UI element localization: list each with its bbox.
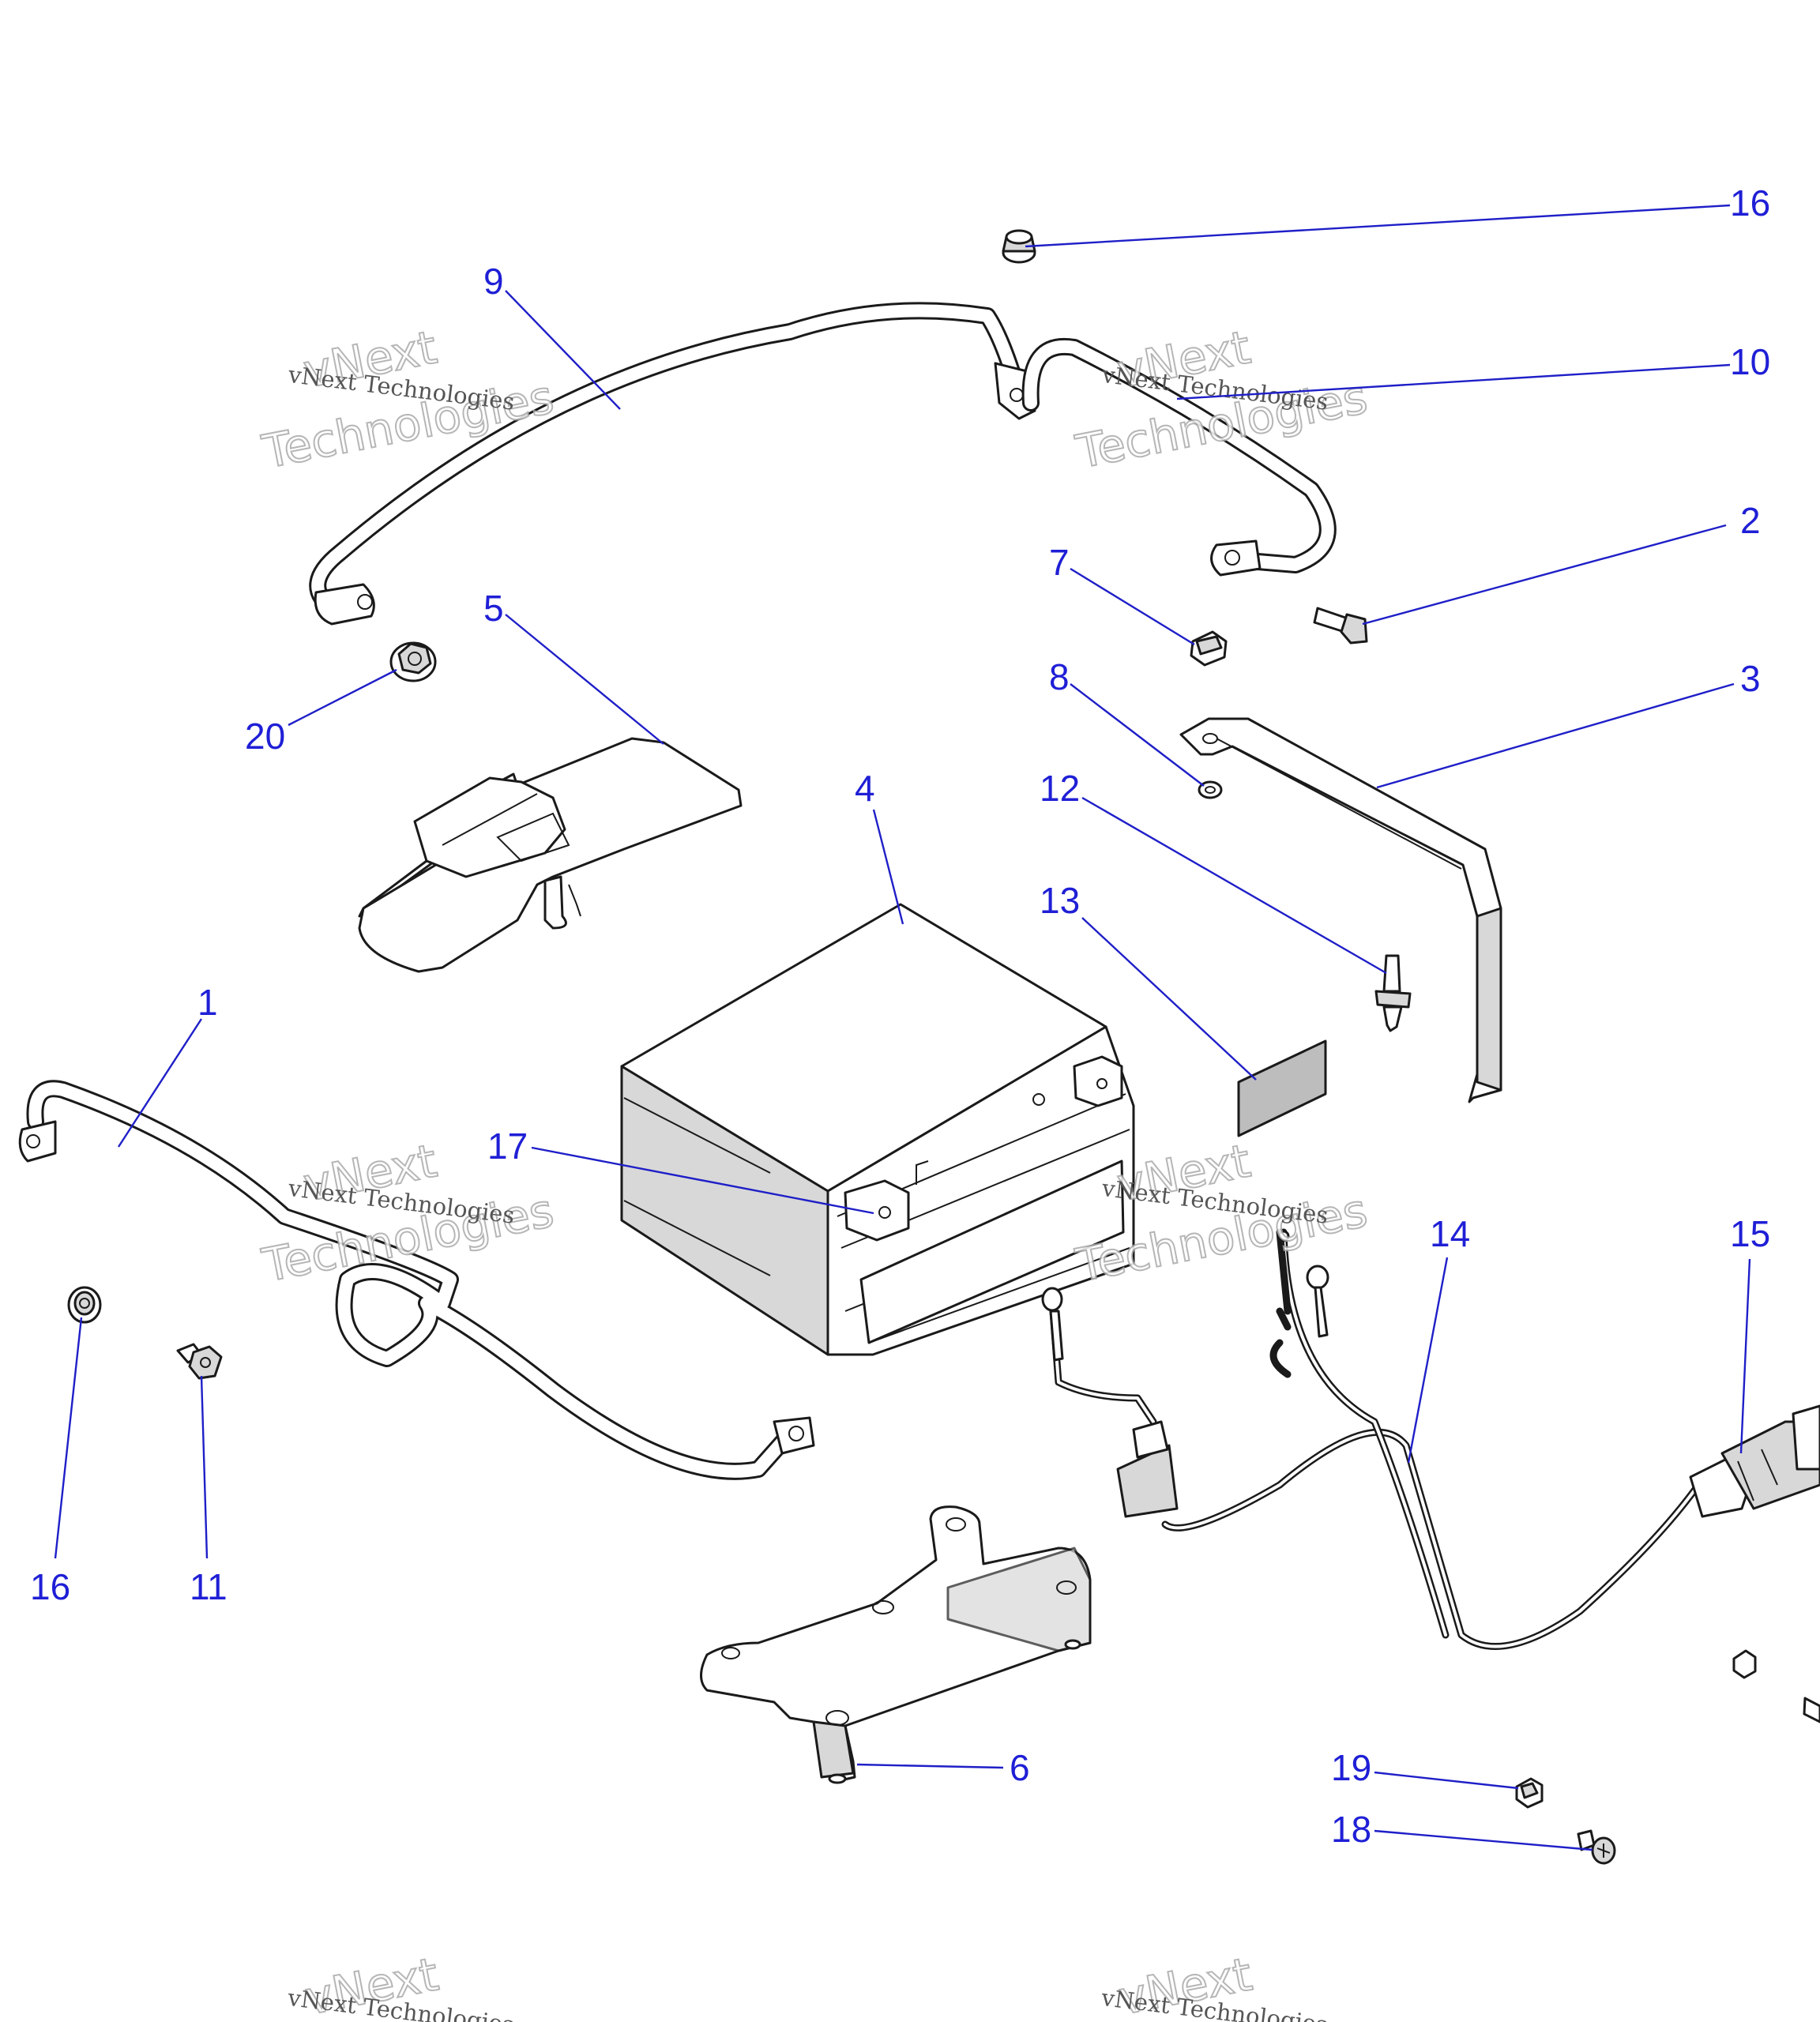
part-14-harness [1041, 1228, 1702, 1651]
leader-8 [1070, 683, 1205, 787]
callout-15: 15 [1730, 1213, 1770, 1254]
leader-11 [200, 1375, 209, 1559]
callout-19: 19 [1331, 1747, 1371, 1788]
callout-4: 4 [855, 768, 875, 809]
callout-labels: 16 9 10 2 7 5 20 8 3 4 12 13 1 17 14 15 … [30, 182, 1770, 1850]
part-12-pin [1374, 954, 1412, 1032]
leader-5 [505, 614, 664, 745]
part-4-battery [620, 903, 1135, 1356]
callout-14: 14 [1430, 1213, 1470, 1254]
leader-14 [1407, 1257, 1449, 1464]
leader-7 [1070, 567, 1195, 646]
part-16-nut-left [67, 1286, 102, 1324]
part-5-bracket [358, 737, 743, 973]
callout-18: 18 [1331, 1809, 1371, 1850]
callout-5: 5 [483, 588, 504, 629]
part-nut-right-edge [1732, 1649, 1820, 1723]
part-16-nut-top [1002, 229, 1036, 264]
leader-lines [54, 204, 1751, 1851]
part-2-bolt [1313, 607, 1368, 645]
leader-4 [872, 809, 904, 925]
leader-3 [1376, 682, 1735, 789]
leader-12 [1081, 796, 1387, 975]
watermark-6: vNext vNext Technologies [1100, 1946, 1329, 2022]
part-11-bolt [176, 1343, 223, 1380]
callout-6: 6 [1010, 1747, 1030, 1788]
part-1-cable [18, 1080, 815, 1480]
part-7-nut [1190, 630, 1228, 667]
leader-18 [1374, 1829, 1593, 1851]
part-15-connector [1689, 1404, 1820, 1518]
callout-16-left: 16 [30, 1566, 70, 1607]
callout-12: 12 [1040, 768, 1080, 809]
leader-6 [856, 1763, 1004, 1769]
callout-7: 7 [1049, 542, 1070, 583]
callout-11: 11 [190, 1566, 228, 1607]
callout-9: 9 [483, 261, 504, 302]
callout-17: 17 [487, 1126, 528, 1167]
leader-13 [1081, 917, 1257, 1081]
leader-19 [1374, 1771, 1519, 1790]
part-13-pad [1237, 1039, 1327, 1137]
watermark-5: vNext vNext Technologies [286, 1946, 516, 2022]
part-10-cable [1021, 337, 1337, 577]
callout-10: 10 [1730, 341, 1770, 382]
leader-16-left [54, 1317, 83, 1559]
leader-1 [117, 1018, 203, 1148]
part-18-screw [1577, 1829, 1616, 1865]
leader-20 [288, 668, 397, 727]
callout-13: 13 [1040, 880, 1080, 921]
leader-17 [531, 1146, 874, 1215]
part-19-nut [1515, 1777, 1544, 1809]
callout-16-top: 16 [1730, 182, 1770, 224]
callout-2: 2 [1740, 500, 1761, 541]
part-9-cable [309, 302, 1036, 626]
callout-8: 8 [1049, 656, 1070, 697]
callout-3: 3 [1740, 658, 1761, 699]
part-6-tray [700, 1505, 1092, 1784]
callout-1: 1 [197, 982, 218, 1023]
leader-15 [1739, 1258, 1751, 1454]
watermark-1: vNext Technologies vNext Technologies [257, 319, 558, 479]
leader-2 [1362, 524, 1727, 626]
part-3-strap [1179, 717, 1502, 1103]
part-20-nut [389, 641, 437, 682]
leader-16-top [1025, 204, 1731, 248]
leader-9 [505, 290, 621, 410]
callout-20: 20 [245, 716, 285, 757]
leader-10 [1176, 363, 1731, 400]
part-8-washer [1198, 780, 1223, 799]
